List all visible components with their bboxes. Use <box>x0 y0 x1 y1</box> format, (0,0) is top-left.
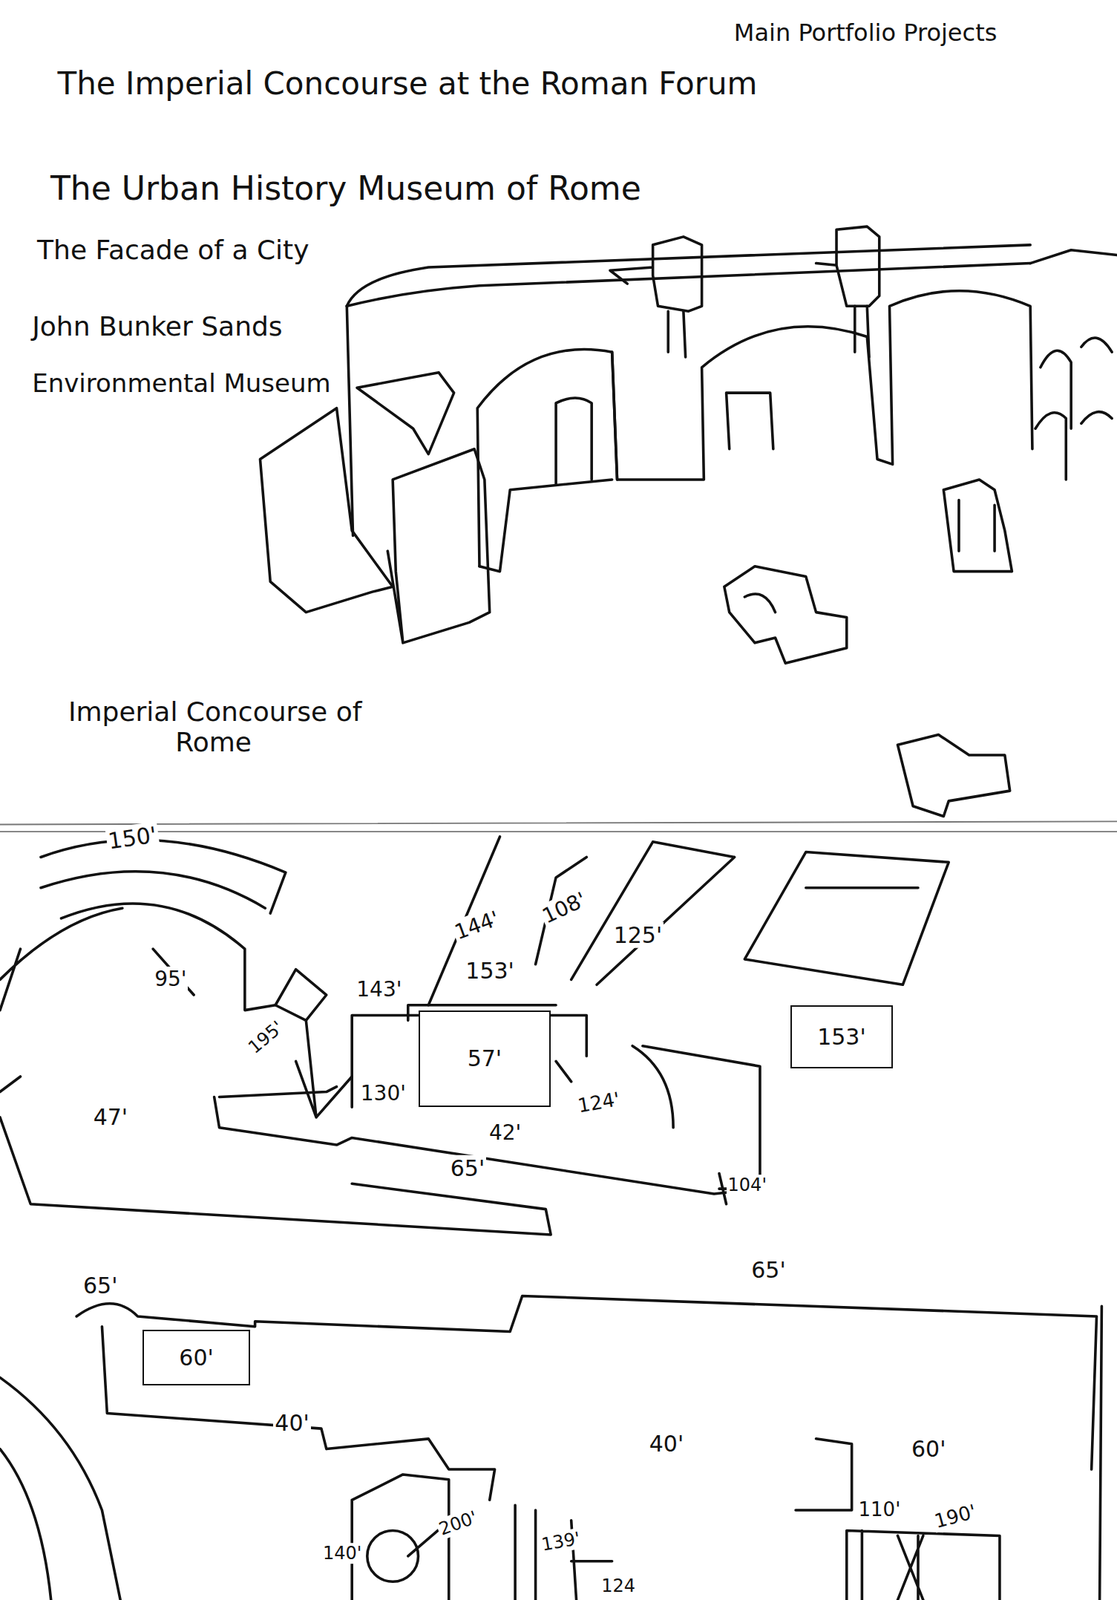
dimension-text: 57' <box>467 1045 502 1071</box>
dimension-label: 42' <box>487 1120 523 1145</box>
dimension-label: 150' <box>105 821 161 855</box>
project-title: The Imperial Concourse at the Roman Foru… <box>56 66 760 102</box>
label-text: 125' <box>612 921 665 948</box>
label-text: 40' <box>273 1409 311 1436</box>
plan-box: 57' <box>418 1010 552 1108</box>
dimension-label: 153' <box>463 958 516 985</box>
label-text: 124' <box>574 1087 623 1117</box>
label-text: 200' <box>434 1505 482 1540</box>
dimension-label: 60' <box>909 1435 948 1462</box>
label-text: 195' <box>242 1015 288 1059</box>
dimension-text: 153' <box>817 1023 867 1050</box>
label-text: 190' <box>929 1499 979 1533</box>
heading-text: Main Portfolio Projects <box>732 18 999 47</box>
project-title: John Bunker Sands <box>30 310 284 342</box>
dimension-label: 65' <box>81 1272 119 1299</box>
dimension-label: 190' <box>930 1499 980 1533</box>
label-text: The Urban History Museum of Rome <box>48 169 643 208</box>
dimension-label: 200' <box>434 1505 481 1540</box>
label-text: 65' <box>749 1256 787 1283</box>
label-text: 143' <box>354 976 404 1002</box>
project-title: Imperial Concourse of Rome <box>46 695 383 758</box>
label-text: 124 <box>599 1574 637 1596</box>
dimension-label: 40' <box>647 1430 686 1457</box>
dimension-label: 65' <box>749 1257 787 1284</box>
dimension-label: 108' <box>537 886 592 930</box>
label-text: 60' <box>909 1434 948 1461</box>
label-text: 150' <box>105 820 161 854</box>
label-text: 47' <box>92 1103 130 1130</box>
dimension-label: 104' <box>726 1174 769 1196</box>
dimension-text: 60' <box>178 1344 214 1371</box>
dimension-label: 144' <box>449 905 504 945</box>
dimension-label: 124 <box>599 1575 637 1597</box>
project-title: Environmental Museum <box>30 368 332 398</box>
label-text: 65' <box>449 1154 487 1181</box>
dimension-label: 125' <box>612 922 665 949</box>
label-text: 65' <box>81 1272 119 1299</box>
label-text: The Facade of a City <box>35 234 311 265</box>
label-text: Imperial Concourse of Rome <box>66 695 362 757</box>
dimension-label: 65' <box>449 1154 487 1181</box>
label-text: The Imperial Concourse at the Roman Foru… <box>56 65 760 102</box>
project-title: The Facade of a City <box>35 234 311 265</box>
plan-box: 153' <box>790 1004 893 1069</box>
project-title: The Urban History Museum of Rome <box>48 169 643 208</box>
label-text: 108' <box>537 886 592 929</box>
label-text: 140' <box>321 1542 363 1564</box>
label-text: 40' <box>647 1430 686 1457</box>
dimension-label: 47' <box>92 1104 130 1131</box>
plan-box: 60' <box>142 1329 250 1386</box>
dimension-label: 40' <box>273 1410 311 1437</box>
dimension-label: 124' <box>574 1088 623 1118</box>
dimension-label: 139' <box>538 1528 584 1556</box>
dimension-label: 130' <box>359 1081 408 1106</box>
label-text: 144' <box>449 904 504 945</box>
label-text: 130' <box>359 1080 408 1106</box>
label-text: Environmental Museum <box>30 368 332 398</box>
dimension-label: 195' <box>243 1016 289 1059</box>
page-heading: Main Portfolio Projects <box>732 19 999 47</box>
dimension-label: 143' <box>354 977 404 1002</box>
dimension-label: 140' <box>321 1543 363 1564</box>
label-text: 153' <box>463 957 516 984</box>
label-text: 139' <box>538 1527 584 1555</box>
label-text: John Bunker Sands <box>30 310 284 342</box>
label-text: 104' <box>726 1174 769 1195</box>
dimension-label: 95' <box>152 967 188 991</box>
dimension-label: 110' <box>857 1498 903 1521</box>
label-text: 42' <box>487 1119 523 1145</box>
label-text: 110' <box>857 1497 903 1521</box>
label-text: 95' <box>152 966 188 991</box>
